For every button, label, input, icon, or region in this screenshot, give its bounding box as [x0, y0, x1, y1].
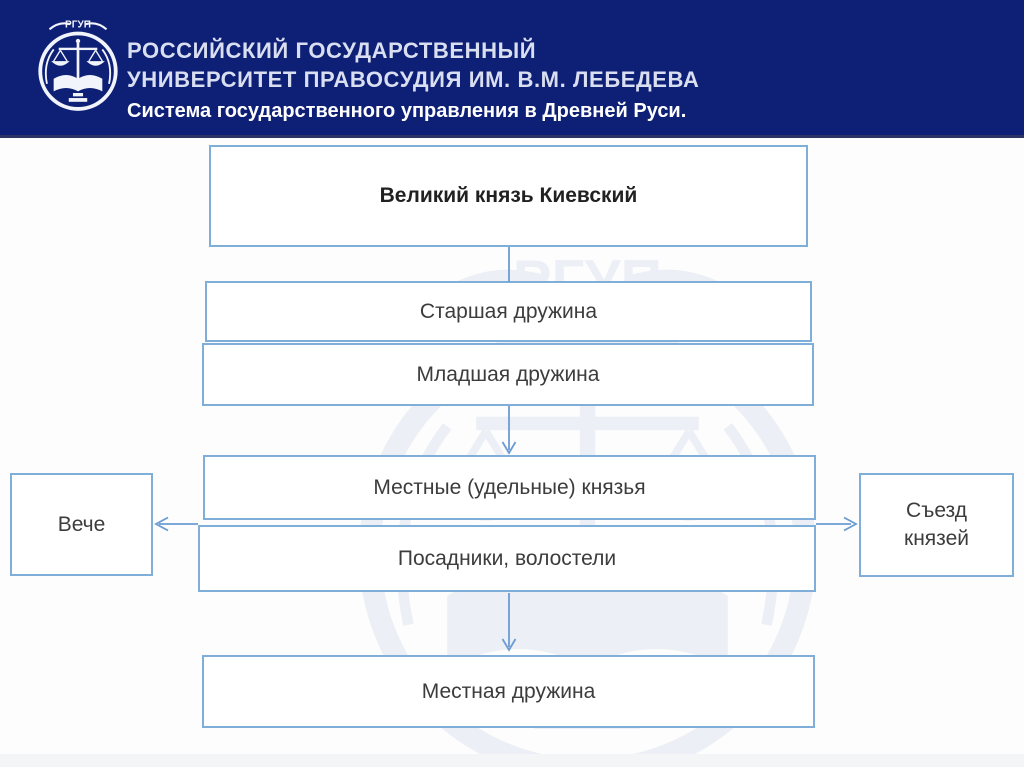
- box-junior-druzhina-label: Младшая дружина: [416, 362, 600, 386]
- box-princes-congress-label: Съезд князей: [904, 498, 969, 550]
- arrowhead-right-congress-icon: [843, 516, 858, 532]
- box-local-druzhina-label: Местная дружина: [421, 679, 596, 703]
- header-text-block: РОССИЙСКИЙ ГОСУДАРСТВЕННЫЙ УНИВЕРСИТЕТ П…: [127, 36, 699, 123]
- box-princes-congress: Съезд князей: [859, 473, 1014, 577]
- slide-header: РГУП РОССИЙСКИЙ ГОСУДАРСТВЕННЫЙ УНИВЕРСИ…: [0, 0, 1024, 138]
- box-local-druzhina: Местная дружина: [202, 655, 815, 728]
- arrowhead-left-veche-icon: [154, 516, 169, 532]
- university-name-line2: УНИВЕРСИТЕТ ПРАВОСУДИЯ ИМ. В.М. ЛЕБЕДЕВА: [127, 67, 700, 92]
- box-grand-prince-label: Великий князь Киевский: [379, 184, 638, 207]
- slide-title: Система государственного управления в Др…: [127, 100, 687, 122]
- box-posadniki: Посадники, волостели: [198, 525, 816, 592]
- university-name-line1: РОССИЙСКИЙ ГОСУДАРСТВЕННЫЙ: [127, 38, 537, 63]
- slide-bottom-strip: [0, 754, 1024, 767]
- logo-acronym: РГУП: [65, 20, 91, 31]
- box-grand-prince: Великий князь Киевский: [209, 145, 808, 247]
- box-senior-druzhina: Старшая дружина: [205, 281, 812, 342]
- box-veche-label: Вече: [57, 512, 106, 536]
- university-logo-icon: РГУП: [38, 20, 118, 111]
- box-local-princes-label: Местные (удельные) князья: [373, 475, 646, 499]
- box-veche: Вече: [10, 473, 153, 576]
- box-posadniki-label: Посадники, волостели: [397, 546, 617, 570]
- box-senior-druzhina-label: Старшая дружина: [419, 299, 598, 323]
- box-local-princes: Местные (удельные) князья: [203, 455, 816, 520]
- box-junior-druzhina: Младшая дружина: [202, 343, 814, 406]
